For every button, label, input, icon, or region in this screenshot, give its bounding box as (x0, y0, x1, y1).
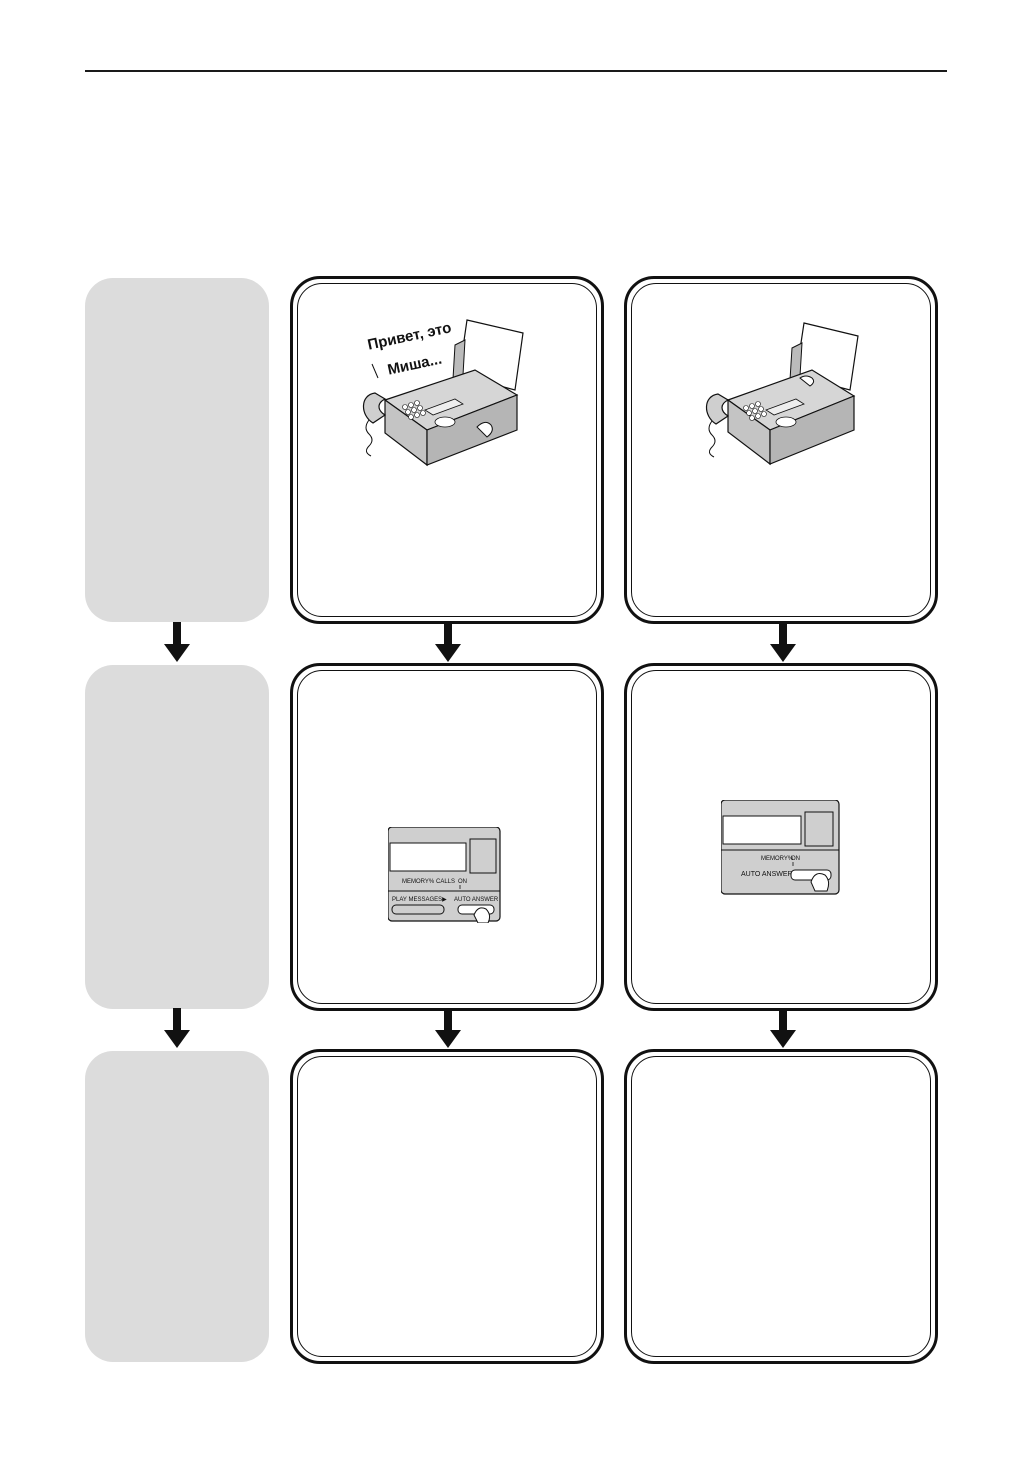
memory-label: MEMORY% (761, 856, 794, 862)
control-panel-auto-answer-off: MEMORY% CALLS ON PLAY MESSAGES▶ AUTO ANS… (388, 827, 501, 923)
control-panel-auto-answer-on: MEMORY% ON AUTO ANSWER (721, 800, 840, 895)
fax-machine-handset-icon (362, 319, 524, 467)
auto-answer-label: AUTO ANSWER (454, 897, 499, 903)
play-messages-label: PLAY MESSAGES▶ (392, 897, 447, 903)
step-label-box-3 (85, 1051, 269, 1362)
auto-answer-label: AUTO ANSWER (741, 871, 793, 878)
panel-auto-answer-on (624, 663, 938, 1011)
calls-label: CALLS (436, 879, 455, 885)
down-arrow-icon (435, 622, 461, 662)
on-label: ON (791, 856, 800, 862)
top-rule (85, 70, 947, 72)
step-label-box-1 (85, 278, 269, 622)
memory-label: MEMORY% (402, 879, 435, 885)
on-label: ON (458, 879, 467, 885)
down-arrow-icon (435, 1008, 461, 1048)
down-arrow-icon (164, 622, 190, 662)
down-arrow-icon (770, 1008, 796, 1048)
step-label-box-2 (85, 665, 269, 1009)
panel-result-right (624, 1049, 938, 1364)
down-arrow-icon (164, 1008, 190, 1048)
fax-machine-icon (705, 322, 859, 466)
speech-marks-icon (371, 363, 379, 379)
panel-result-left (290, 1049, 604, 1364)
down-arrow-icon (770, 622, 796, 662)
